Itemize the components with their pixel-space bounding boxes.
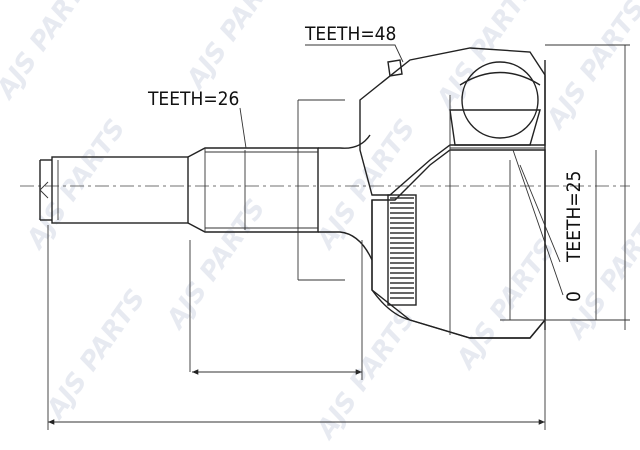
ring-mark-label: 0 xyxy=(563,291,585,302)
watermark-text: AJS PARTS xyxy=(40,284,152,425)
teeth-inner-label: TEETH=25 xyxy=(563,171,585,263)
dimension-lines xyxy=(39,44,630,430)
teeth-shaft-label: TEETH=26 xyxy=(147,88,239,110)
watermark-text: AJS PARTS xyxy=(20,114,132,255)
abs-ring-teeth xyxy=(390,197,414,299)
watermark-text: AJS PARTS xyxy=(430,0,542,116)
watermark-text: AJS PARTS xyxy=(310,114,422,255)
watermark-text: AJS PARTS xyxy=(160,194,272,335)
teeth-outer-label: TEETH=48 xyxy=(304,23,396,45)
watermark-text: AJS PARTS xyxy=(180,0,292,96)
watermark-text: AJS PARTS xyxy=(0,0,102,106)
watermark-text: AJS PARTS xyxy=(310,304,422,445)
